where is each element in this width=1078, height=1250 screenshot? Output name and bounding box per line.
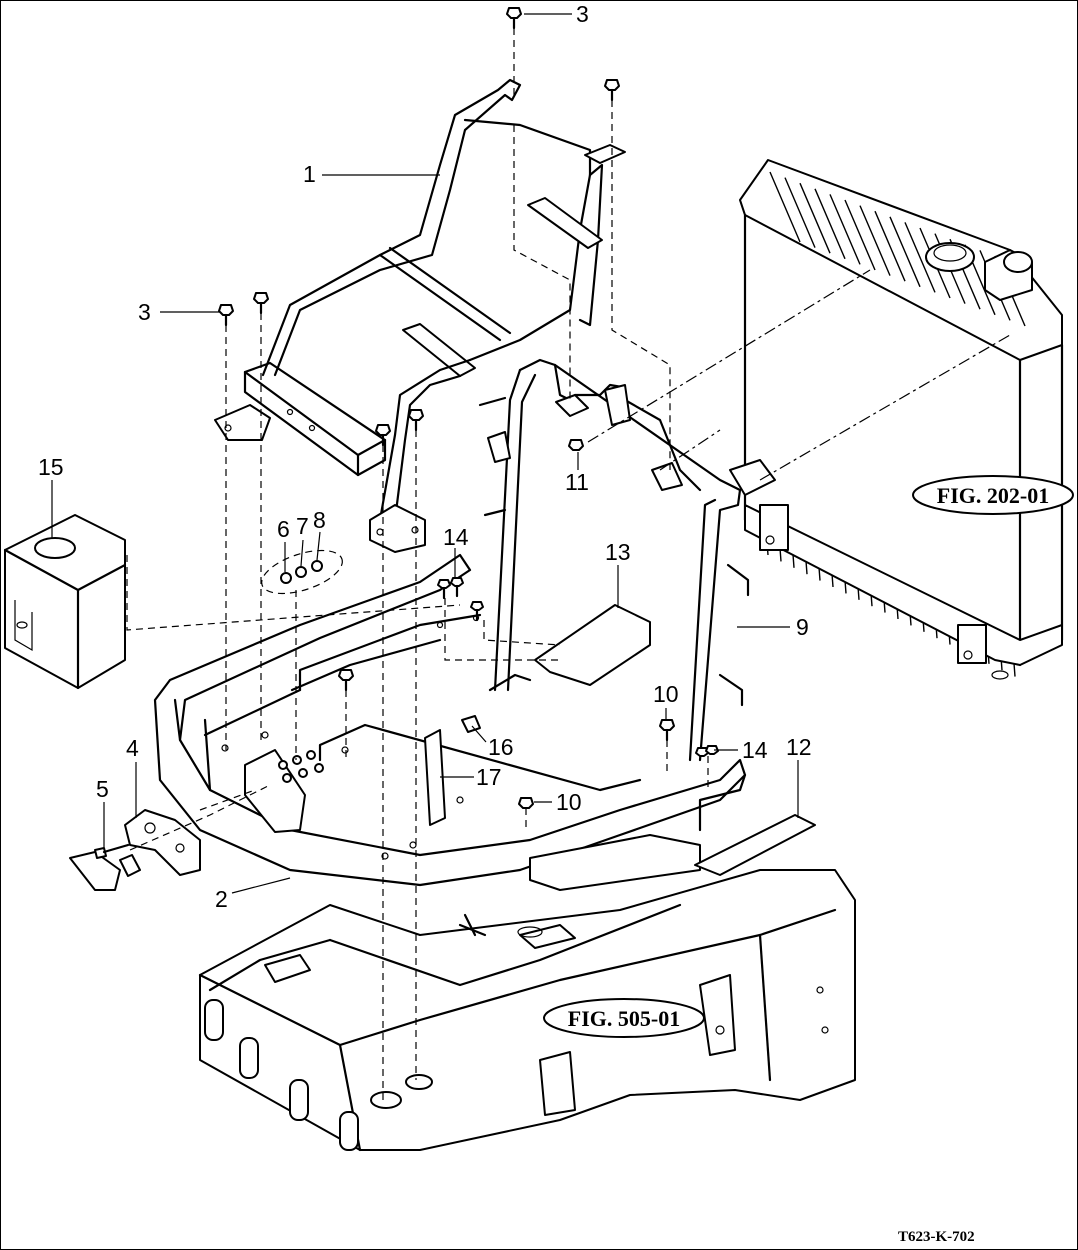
bolt-part-14-right: [695, 745, 719, 757]
fig-505-01-label: FIG. 505-01: [568, 1006, 680, 1031]
callout-7: 7: [296, 513, 309, 539]
latch-part-4: [69, 809, 201, 891]
callout-11: 11: [565, 469, 589, 495]
bolt-part-10-lower: [518, 797, 534, 809]
callout-8: 8: [313, 507, 326, 533]
callout-1: 1: [303, 161, 316, 187]
radiator-fin: [784, 177, 816, 248]
bolt-mid-2: [408, 409, 424, 432]
callout-10-lower: 10: [556, 789, 582, 815]
bolt-part-16: [461, 715, 481, 733]
callout-9: 9: [796, 614, 809, 640]
upper-frame-part-1: [214, 78, 626, 553]
callout-4: 4: [126, 735, 139, 761]
callout-14-mid: 14: [443, 524, 469, 550]
bolt-part-14a: [437, 579, 451, 600]
bolt-left-2: [253, 292, 269, 315]
bolt-upper-right: [604, 79, 620, 102]
bolt-part-10-upper: [659, 719, 675, 742]
callout-12: 12: [786, 734, 812, 760]
radiator-fin: [769, 171, 801, 243]
radiator-fin: [874, 210, 906, 282]
stay-part-17: [424, 729, 446, 826]
washers-part-6-8: [278, 560, 324, 783]
leader-lines: [51, 13, 799, 894]
reserve-tank-part-15: [3, 514, 127, 690]
assembly-lines: [126, 28, 1011, 1100]
hardware: [94, 7, 719, 859]
base-plate-part-2: [153, 553, 747, 891]
callout-14-right: 14: [742, 737, 768, 763]
callout-6: 6: [277, 516, 290, 542]
callout-3-top: 3: [576, 1, 589, 27]
bolt-part-3-top: [506, 7, 522, 30]
bolt-base-1: [338, 669, 354, 692]
fig-202-01-reference: FIG. 202-01: [912, 475, 1074, 515]
callout-5: 5: [96, 776, 109, 802]
drawing-code: T623-K-702: [898, 1229, 975, 1245]
callout-13: 13: [605, 539, 631, 565]
rear-frame-part-9: [478, 358, 776, 762]
bolt-part-5: [94, 843, 130, 859]
bolt-mid-1: [375, 424, 391, 447]
fig-202-01-label: FIG. 202-01: [937, 483, 1049, 508]
bolt-part-11: [568, 439, 584, 451]
washer-group-outline: [261, 549, 343, 595]
callout-3-left: 3: [138, 299, 151, 325]
callout-10-upper: 10: [653, 681, 679, 707]
callout-15: 15: [38, 454, 64, 480]
callout-16: 16: [488, 734, 514, 760]
radiator-fin: [814, 188, 846, 260]
plate-part-12: [694, 814, 816, 876]
callout-2: 2: [215, 886, 228, 912]
callout-labels: 1 2 3 3 4 5 6 7 8 9 10 10 11 12 13 14 14…: [38, 1, 812, 912]
radiator-fin: [859, 205, 891, 276]
bolt-part-3-left: [218, 304, 234, 327]
machine-base-frame: [198, 869, 856, 1152]
radiator-fin: [889, 216, 921, 288]
bolt-part-14b: [450, 577, 464, 598]
fig-505-01-reference: FIG. 505-01: [543, 998, 705, 1038]
radiator-fin: [904, 222, 936, 293]
cover-part-13: [534, 604, 651, 686]
radiator-fin: [844, 199, 876, 271]
radiator: [739, 159, 1064, 680]
radiator-fin: [799, 182, 831, 254]
bolt-part-14c: [470, 601, 484, 622]
radiator-fin: [829, 194, 861, 265]
callout-17: 17: [476, 764, 502, 790]
